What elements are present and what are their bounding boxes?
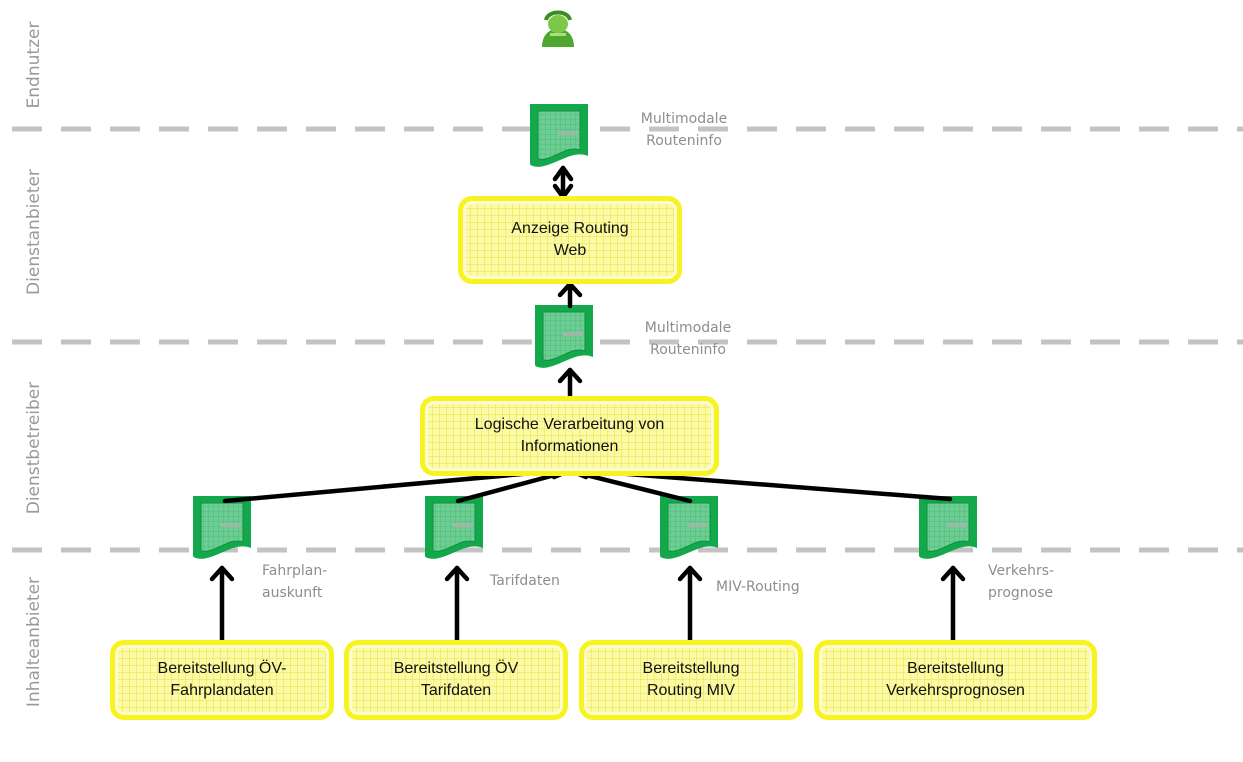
document-label-miv-routing: MIV-Routing	[716, 579, 800, 595]
process-oev-fahrplandaten: Bereitstellung ÖV-Fahrplandaten	[110, 640, 334, 720]
document-label-tarifdaten: Tarifdaten	[490, 573, 560, 589]
document-label-verkehrsprognose: Verkehrs-prognose	[988, 563, 1055, 601]
arrow-head	[557, 281, 583, 298]
user-icon	[542, 10, 574, 47]
arrow-head	[940, 565, 966, 582]
arrow-head	[677, 565, 703, 582]
arrow-head	[444, 565, 470, 582]
document-icon	[534, 304, 594, 369]
document-icon	[192, 495, 252, 560]
document-label-routeninfo-top: Multimodale Routeninfo	[640, 111, 728, 149]
arrow-head	[552, 165, 574, 182]
layer-label-dienstanbieter: Dienstanbieter	[24, 169, 44, 295]
connector-line	[455, 469, 569, 504]
process-routing-miv: Bereitstellung Routing MIV	[579, 640, 803, 720]
arrow-head	[557, 367, 583, 384]
process-oev-tarifdaten: Bereitstellung ÖV Tarifdaten	[344, 640, 568, 720]
layer-label-inhalteanbieter: Inhalteanbieter	[24, 576, 44, 708]
process-verkehrsprognosen: Bereitstellung Verkehrsprognosen	[814, 640, 1097, 720]
connector-line	[571, 469, 693, 504]
process-logische-verarbeitung: Logische Verarbeitung von Informationen	[420, 396, 719, 476]
arrow-head	[209, 565, 235, 582]
document-icon	[529, 103, 589, 168]
process-anzeige-routing: Anzeige Routing Web	[458, 196, 682, 284]
document-label-fahrplanauskunft: Fahrplan-auskunft	[262, 563, 328, 601]
document-label-routeninfo-mid: Multimodale Routeninfo	[644, 320, 732, 358]
